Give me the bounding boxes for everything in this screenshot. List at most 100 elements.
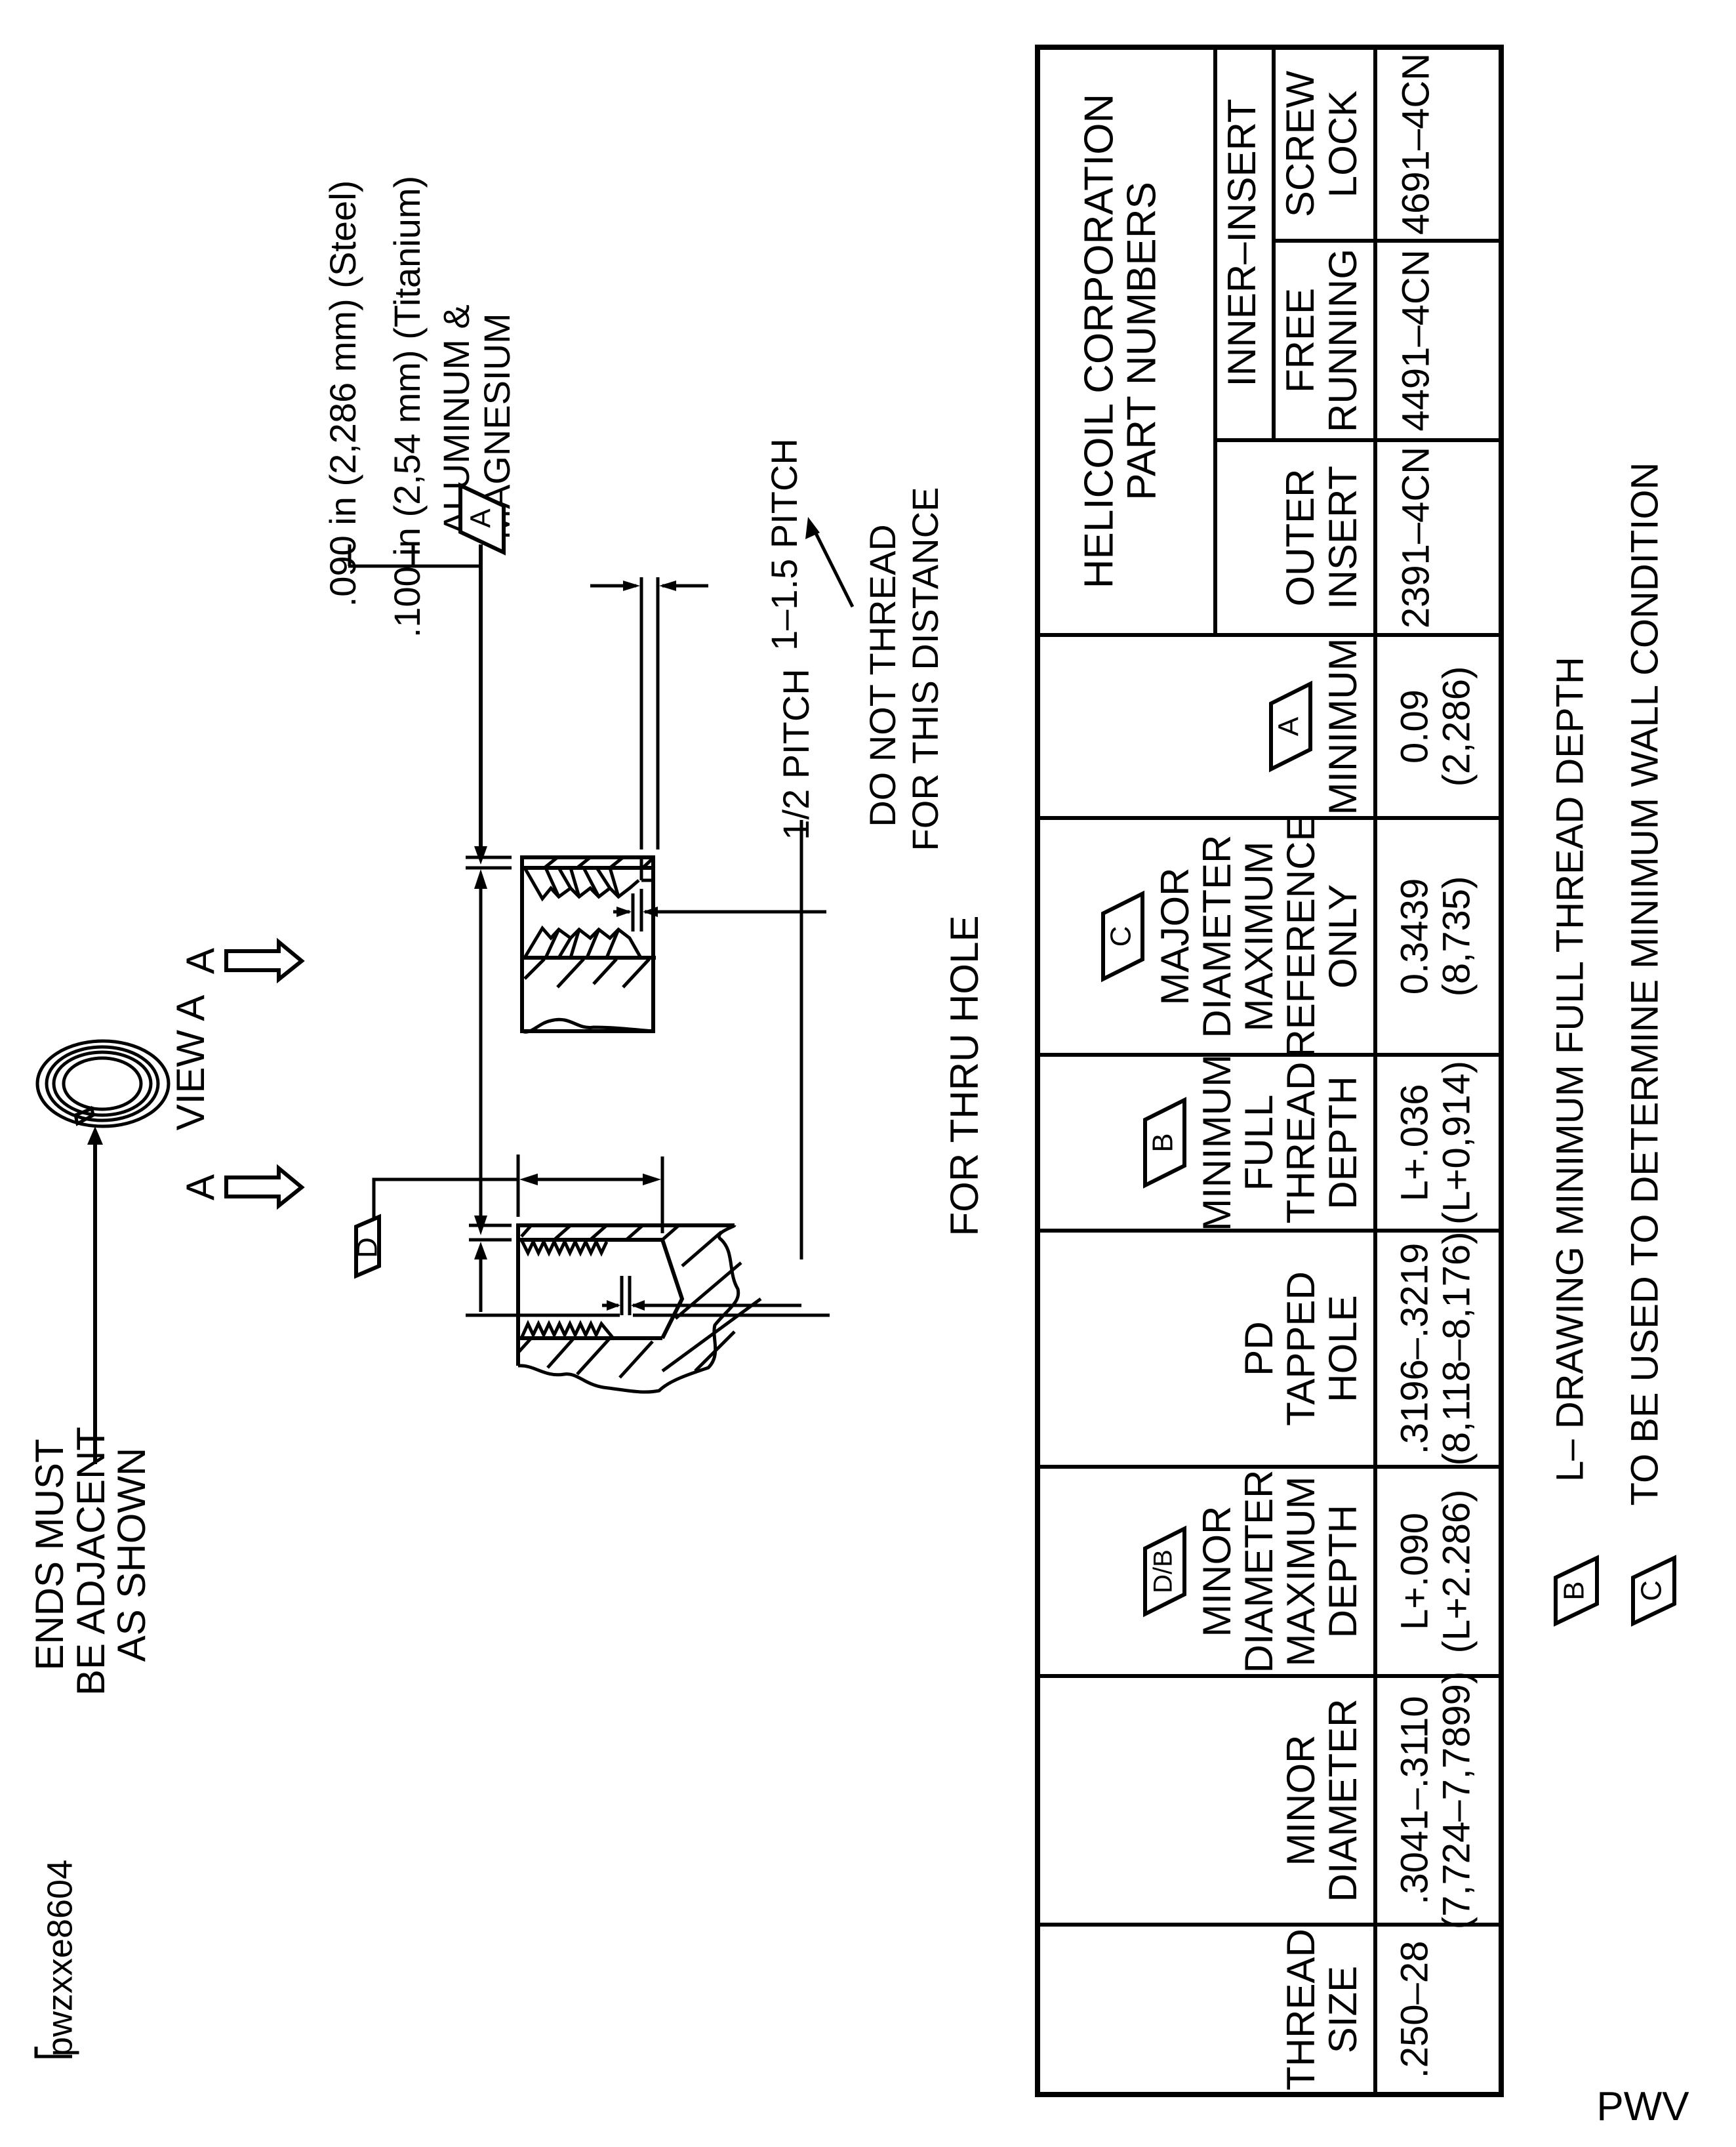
thread-flank [544,867,561,898]
figure-id-text: pwzxxe8604 [40,1860,79,2056]
cell-value: (2,286) [1435,666,1478,787]
dim-arrowhead [607,1300,620,1311]
view-a-label: VIEW A [169,995,212,1131]
flag-a-icon [458,482,506,556]
part-number-value: 4691–4CN [1394,53,1437,235]
inner-insert-label: INNER–INSERT [1220,99,1264,387]
legend-item-c: C TO BE USED TO DETERMINE MINIMUM WALL C… [1623,462,1676,1627]
hatch [523,958,546,980]
flag-d-leader [372,1177,518,1220]
cell-value: .3196–.3219 [1393,1243,1436,1455]
coil-ring-inner [62,1056,143,1111]
thread-flank [557,937,573,959]
cell-value: (L+0,914) [1435,1061,1478,1225]
drill-point [660,1239,685,1339]
flag-a-letter: A [465,508,497,528]
thread-spec-table: HELICOIL CORPORATION PART NUMBERS INNER–… [1035,45,1504,2097]
column-header-text: DEPTH [1321,1505,1365,1638]
part-number-header: SCREW [1278,70,1322,217]
do-not-thread-line-2: FOR THIS DISTANCE [904,487,946,851]
column-header-text: THREAD [1279,1062,1323,1224]
cell-value: L+.090 [1393,1513,1436,1630]
column-header-text: MAJOR [1153,868,1197,1006]
cell-value: (7,724–7,7899) [1435,1671,1478,1929]
legend: B L– DRAWING MINIMUM FULL THREAD DEPTH C… [1548,462,1676,1627]
hatch [661,1297,762,1373]
flag-c-icon [1631,1555,1676,1627]
figure-id-bracket [34,2047,72,2058]
part-number-header: FREE [1278,288,1322,393]
view-a-coil: VIEW A [35,995,212,1131]
legend-flag-b-letter: B [1558,1581,1590,1600]
helicoil-title-line-1: HELICOIL CORPORATION [1076,94,1121,588]
dim-arrowhead [623,581,640,591]
coil-ring-2 [45,1045,160,1122]
view-arrow-upper-label: A [178,948,222,974]
column-header-text: TAPPED [1279,1271,1323,1426]
part-number-value: 2391–4CN [1394,447,1437,628]
hatch [592,958,618,985]
column-header-text: DEPTH [1321,1076,1365,1209]
hollow-arrow-right-icon [224,1164,305,1210]
hatch [517,1337,533,1354]
callout-titanium: .100 in (2,54 mm) (Titanium) [386,176,428,638]
thread-flank [569,929,581,958]
view-arrow-lower-label: A [178,1174,222,1200]
legend-text-c: TO BE USED TO DETERMINE MINIMUM WALL CON… [1623,462,1666,1506]
flag-b-icon [1554,1555,1599,1627]
blind-hole-outline [516,1223,735,1366]
cell-value: (L+2.286) [1435,1490,1478,1654]
flag-a-icon [1269,680,1312,773]
hatch [556,958,585,989]
pitch-range-label: 1–1.5 PITCH [763,438,805,651]
hatch [589,1224,608,1241]
ends-note-line-3: AS SHOWN [110,1448,153,1662]
column-header-text: MINIMUM [1195,1054,1239,1231]
column-flag-letter: C [1105,926,1137,947]
ends-note-arrowhead [87,1126,103,1145]
flag-d-letter: D [352,1237,384,1258]
part-number-header: LOCK [1321,91,1365,197]
blind-hole-section: D [352,1155,830,1394]
flag-c-icon [1101,890,1144,983]
thread-profile-top [519,1238,609,1257]
thread-profile-bottom [519,1320,615,1339]
column-header-text: REFERENCE [1279,815,1323,1057]
cell-value: .250–28 [1393,1941,1436,2079]
column-header-text: MINOR [1279,1735,1323,1866]
dim-arrowhead [474,1242,487,1259]
thread-profile-top [523,867,640,902]
legend-item-b: B L– DRAWING MINIMUM FULL THREAD DEPTH [1548,657,1599,1627]
wall-callouts: .090 in (2,286 mm) (Steel) .100 in (2,54… [322,176,517,865]
hatch [553,1224,572,1241]
do-not-thread-line-1: DO NOT THREAD [862,524,903,827]
flag-db-icon [1143,1525,1186,1618]
hollow-arrow-right-icon [224,937,305,984]
hatch [546,1337,575,1369]
flag-b-icon [1143,1097,1186,1189]
hatch [640,857,655,870]
thread-flank [557,867,573,889]
legend-text-b: L– DRAWING MINIMUM FULL THREAD DEPTH [1548,657,1591,1482]
hatch [681,1231,723,1267]
coil-ring-outer [35,1039,171,1128]
coil-tang-divider [82,1105,94,1114]
ends-note: ENDS MUST BE ADJACENT AS SHOWN [28,1126,153,1696]
column-header-text: MINIMUM [1321,638,1365,815]
column-flag-letter: B [1147,1133,1179,1152]
thread-flank [544,928,561,959]
dim-arrowhead [659,581,676,591]
hatch [625,1224,644,1241]
helicoil-title-line-2: PART NUMBERS [1119,182,1164,501]
thru-hole-label: FOR THRU HOLE [942,916,986,1237]
thru-hole-section [466,577,826,1235]
dim-arrowhead [474,869,487,889]
table-frame [1035,45,1504,2097]
column-header-text: DIAMETER [1195,834,1239,1038]
hatch [618,1340,654,1379]
column-header-text: PD [1237,1321,1281,1376]
view-arrow-upper: A [178,937,305,984]
footer-code: PWV [1596,2084,1689,2129]
